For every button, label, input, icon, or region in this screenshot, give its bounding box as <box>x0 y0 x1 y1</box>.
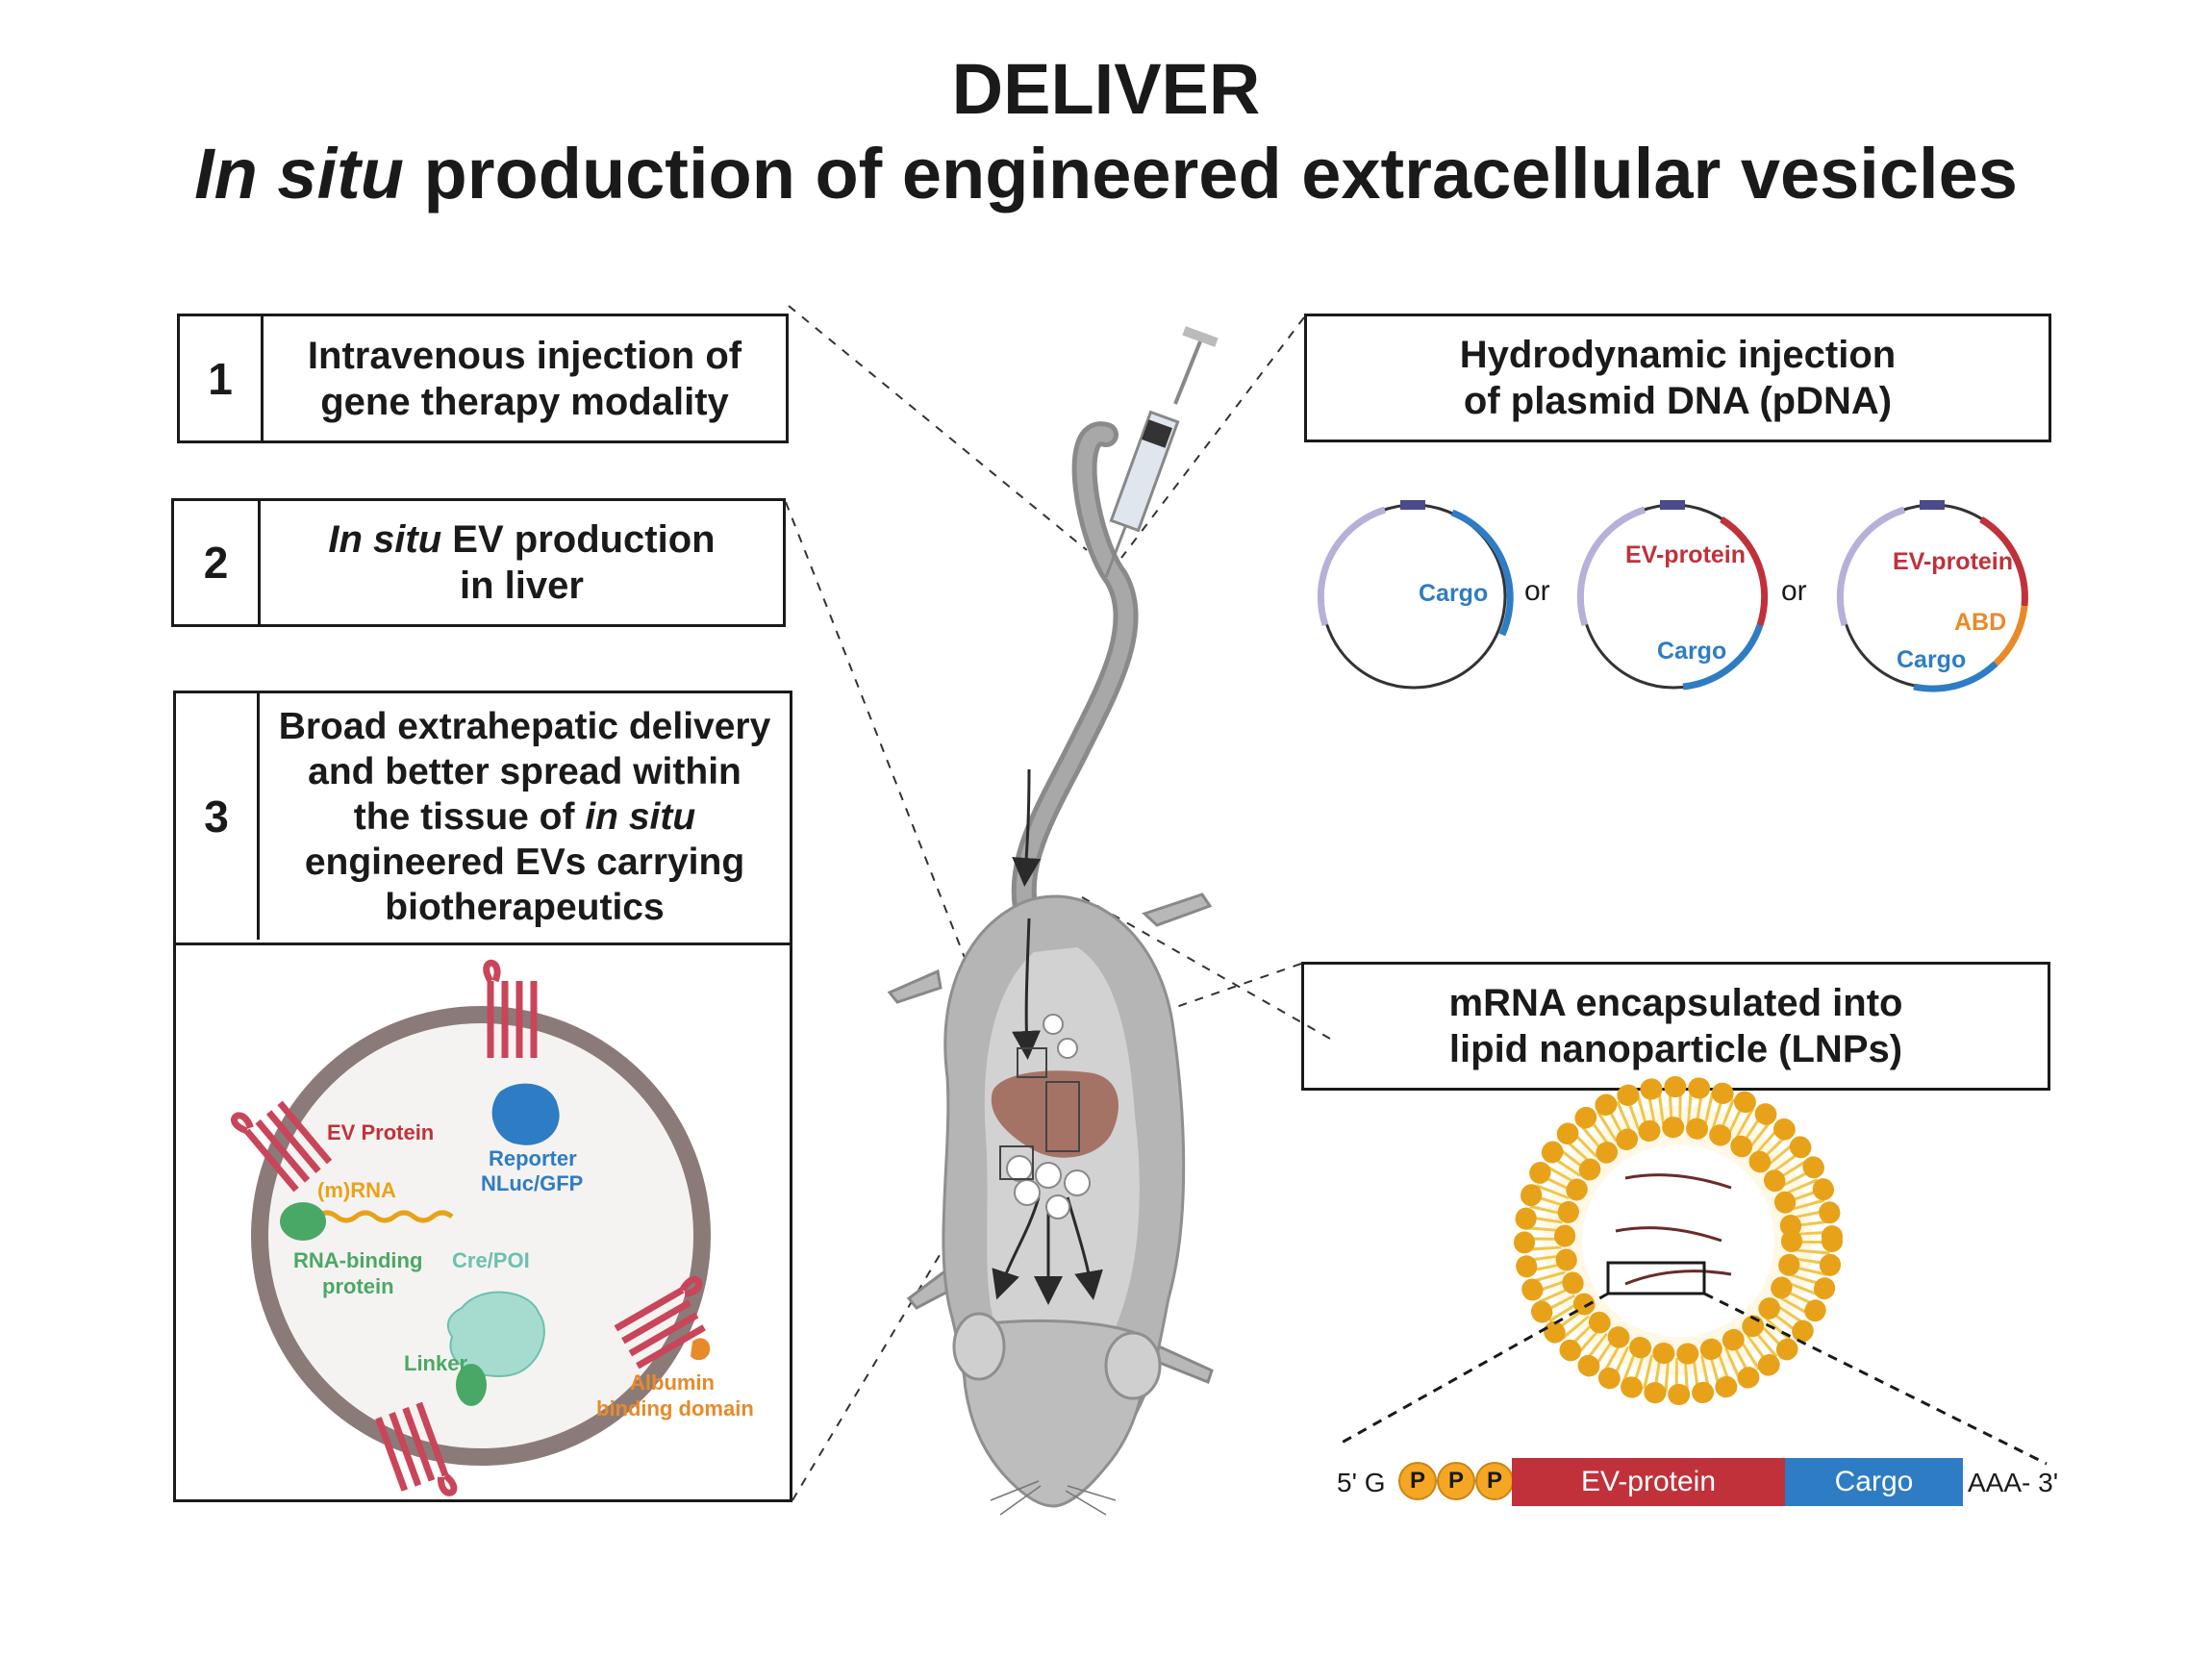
phosphate-3: P <box>1475 1462 1514 1500</box>
mouse-vesicles <box>1006 1014 1091 1219</box>
plasmid-1 <box>1317 500 1514 690</box>
p1-cargo: Cargo <box>1419 580 1488 607</box>
plasmid-3 <box>1836 500 2028 692</box>
p2-ev: EV-protein <box>1625 541 1746 568</box>
step-2-italic: In situ <box>328 518 442 561</box>
mouse-body <box>942 894 1186 1425</box>
step-1-number: 1 <box>180 316 264 440</box>
mouse-paws <box>887 892 1214 1384</box>
phosphate-1: P <box>1398 1462 1437 1500</box>
step-3-text-b: engineered EVs carrying biotherapeutics <box>304 841 745 928</box>
lnp-title-line1: mRNA encapsulated into <box>1448 982 1903 1024</box>
step-3-italic: in situ <box>585 795 696 838</box>
step-3-box: 3 Broad extrahepatic delivery and better… <box>173 691 792 1502</box>
step-2-box: 2 In situ EV production in liver <box>171 498 786 627</box>
or-2: or <box>1781 575 1807 607</box>
step-1-label: Intravenous injection of gene therapy mo… <box>307 334 742 423</box>
hydro-title-line2: of plasmid DNA (pDNA) <box>1463 380 1893 422</box>
syringe-icon <box>1104 326 1219 578</box>
title-subtitle: In situ production of engineered extrace… <box>0 133 2212 214</box>
mouse-head <box>962 1319 1147 1508</box>
step-2-text: In situ EV production in liver <box>261 501 783 624</box>
title-deliver: DELIVER <box>951 49 1261 129</box>
or-1: or <box>1524 575 1550 607</box>
plasmid-2 <box>1576 500 1769 691</box>
mrna-construct: 5' G P P P EV-protein Cargo AAA- 3' <box>1337 1458 2068 1506</box>
step-3-text: Broad extrahepatic delivery and better s… <box>260 693 790 940</box>
dashed-connectors <box>785 305 1331 1501</box>
step-2-number: 2 <box>174 501 261 624</box>
p3-cargo: Cargo <box>1897 646 1966 673</box>
lnp-title-line2: lipid nanoparticle (LNPs) <box>1448 1028 1903 1070</box>
liver <box>991 1070 1119 1158</box>
title-italic: In situ <box>194 134 404 214</box>
five-prime: 5' G <box>1337 1468 1386 1497</box>
p3-ev: EV-protein <box>1893 548 2013 575</box>
three-prime: AAA- 3' <box>1968 1468 2059 1497</box>
step-1-box: 1 Intravenous injection of gene therapy … <box>177 314 789 443</box>
lnp-particle <box>1514 1076 1843 1405</box>
step-2-rest: EV production in liver <box>452 518 716 607</box>
mouse-ear-left <box>952 1312 1006 1381</box>
mouse-illustration <box>887 421 1214 1516</box>
step-1-text: Intravenous injection of gene therapy mo… <box>264 316 786 440</box>
plasmid-labels: Cargo EV-protein Cargo EV-protein ABD Ca… <box>1419 541 2013 673</box>
step-3-text-a: Broad extrahepatic delivery and better s… <box>278 705 771 838</box>
mouse-tail <box>1011 421 1139 936</box>
p3-abd: ABD <box>1954 609 2006 636</box>
mouse-ear-right <box>1104 1331 1162 1400</box>
title-rest: production of engineered extracellular v… <box>423 134 2018 214</box>
p2-cargo: Cargo <box>1657 638 1726 665</box>
step-3-divider <box>176 943 790 945</box>
segment-ev-protein: EV-protein <box>1512 1458 1785 1506</box>
hydro-title-line1: Hydrodynamic injection <box>1459 334 1897 376</box>
segment-cargo: Cargo <box>1785 1458 1963 1506</box>
phosphate-2: P <box>1437 1462 1475 1500</box>
step-3-number: 3 <box>176 693 260 940</box>
